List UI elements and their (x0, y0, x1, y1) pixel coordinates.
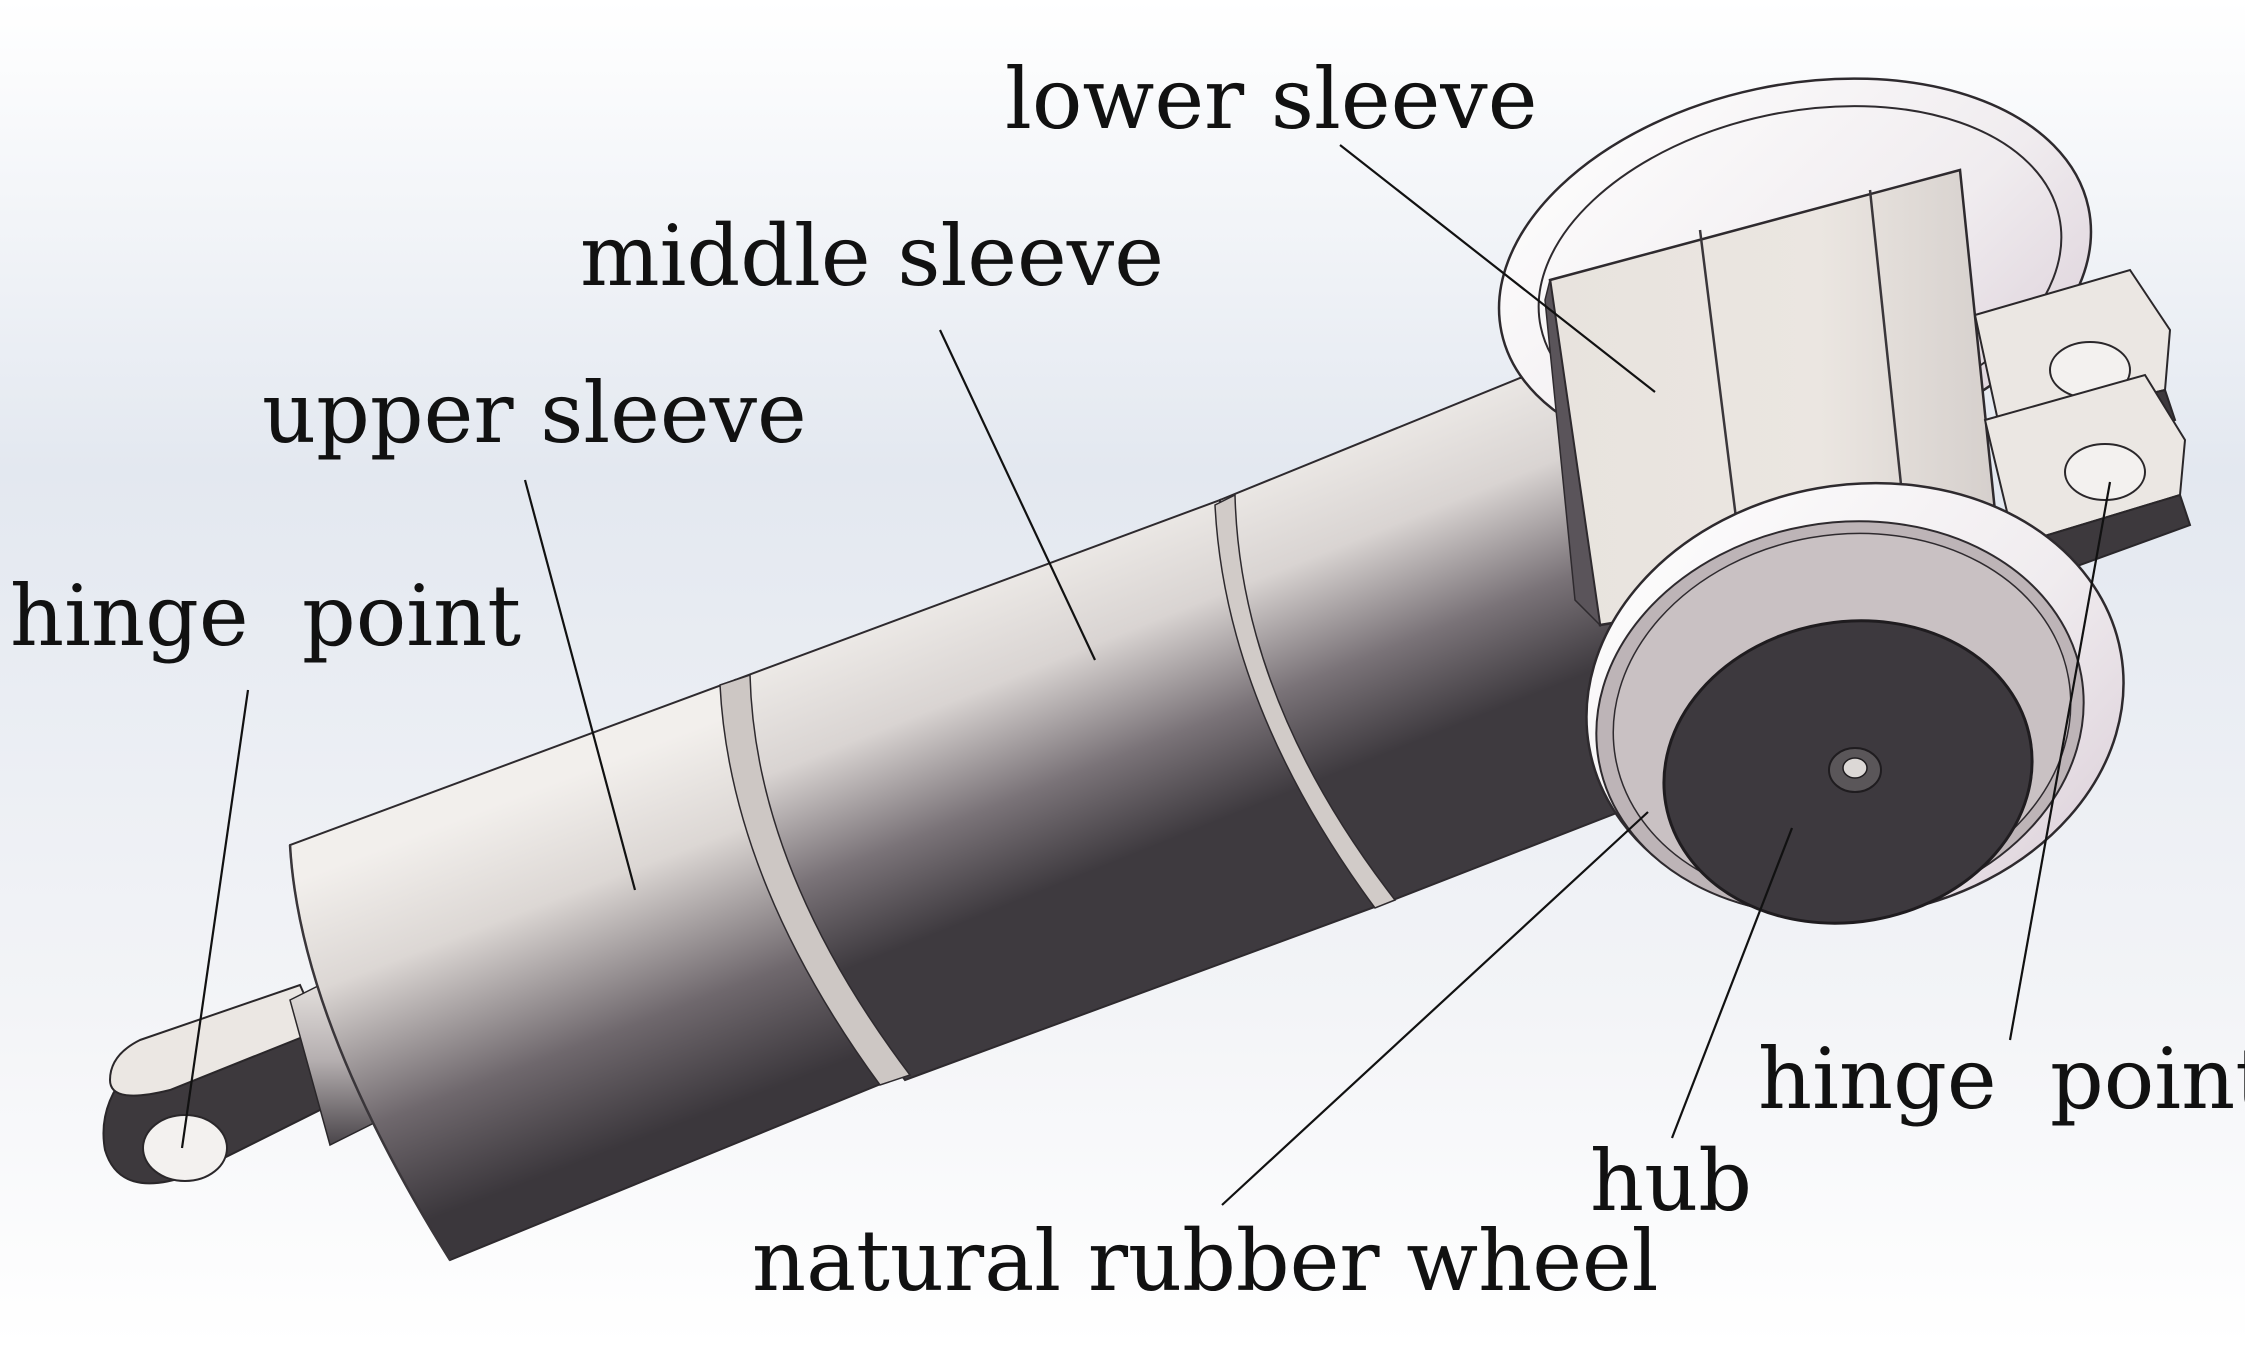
left-hinge-lug (102, 983, 342, 1185)
label-middle-sleeve: middle sleeve (580, 207, 1164, 305)
label-hinge-point-left: hinge point (10, 567, 521, 665)
leader-hinge-point-left (180, 689, 250, 1149)
leader-hub (1670, 827, 1794, 1139)
label-hub: hub (1590, 1132, 1752, 1230)
label-upper-sleeve: upper sleeve (262, 364, 807, 462)
hub (1662, 619, 2034, 925)
lower-sleeve-cylinder (1214, 375, 1652, 909)
label-lower-sleeve: lower sleeve (1005, 50, 1537, 148)
label-hinge-point-right: hinge point (1758, 1030, 2245, 1128)
label-natural-rubber-wheel: natural rubber wheel (752, 1212, 1659, 1310)
right-hinge-lugs (1973, 268, 2192, 587)
leader-hinge-point-right (2008, 481, 2112, 1041)
leader-middle-sleeve (939, 329, 1096, 661)
leader-upper-sleeve (523, 479, 637, 891)
leader-lower-sleeve (1339, 144, 1656, 393)
leader-natural-rubber-wheel (1221, 811, 1649, 1206)
